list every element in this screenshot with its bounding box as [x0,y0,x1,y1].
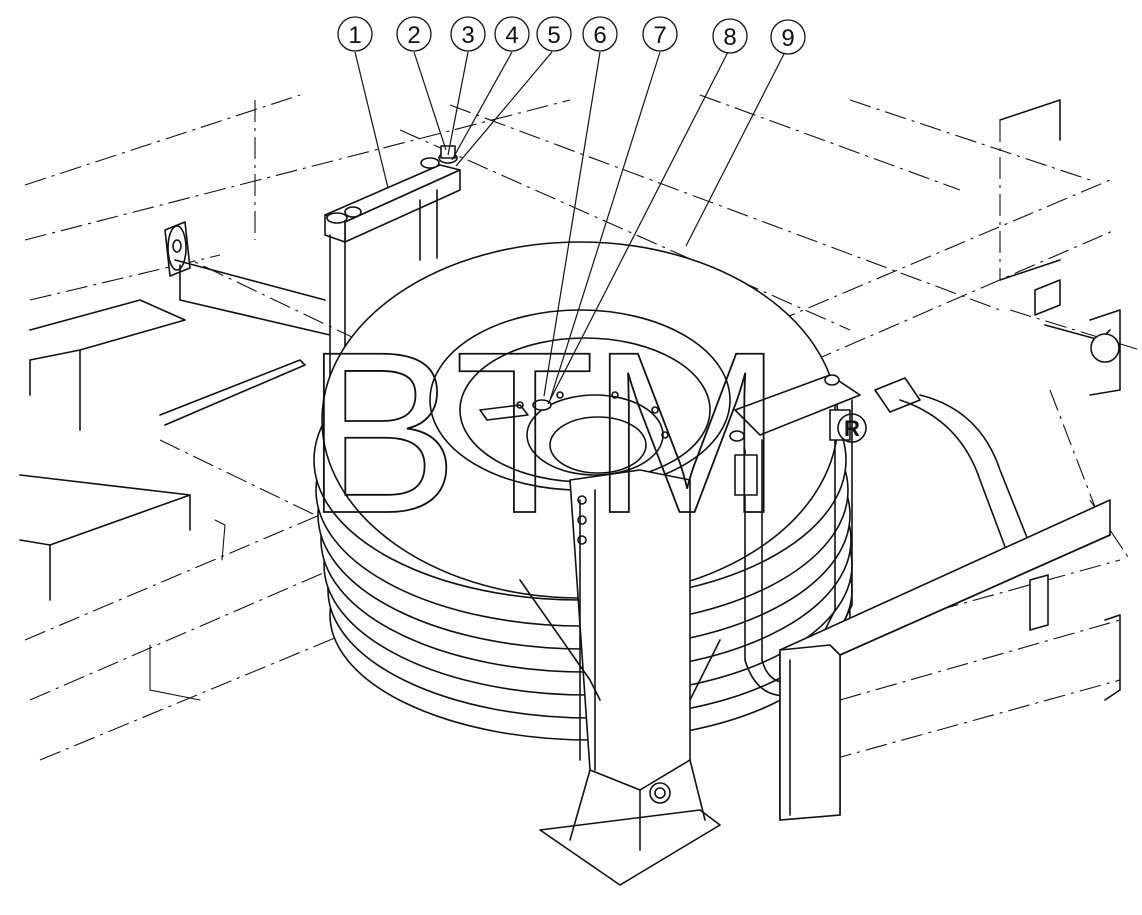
registered-mark: R [844,416,860,441]
callout-8: 8 [712,18,748,54]
registered-mark-circle [837,413,867,443]
support-column [519,469,721,886]
callout-5: 5 [536,16,572,52]
left-frame-member [19,299,306,701]
callout-3: 3 [450,16,486,52]
callout-4: 4 [494,16,530,52]
svg-text:4: 4 [505,22,518,49]
svg-text:9: 9 [781,25,794,52]
watermark-text: BTM [305,304,779,561]
callout-2: 2 [396,16,432,52]
svg-text:3: 3 [461,22,474,49]
callout-7: 7 [642,16,678,52]
wheel-axle [164,221,331,336]
callout-9: 9 [770,19,806,55]
watermark: BTM R [304,303,867,562]
callout-6: 6 [582,16,618,52]
svg-text:6: 6 [593,22,606,49]
bracket-holder [324,145,461,401]
svg-text:5: 5 [547,22,560,49]
callout-leaders [354,51,786,405]
svg-text:1: 1 [348,22,361,49]
callout-1: 1 [337,16,373,52]
svg-text:7: 7 [653,22,666,49]
right-clamp [729,374,861,697]
right-frame [779,99,1121,821]
svg-text:2: 2 [407,22,420,49]
svg-text:8: 8 [723,24,736,51]
